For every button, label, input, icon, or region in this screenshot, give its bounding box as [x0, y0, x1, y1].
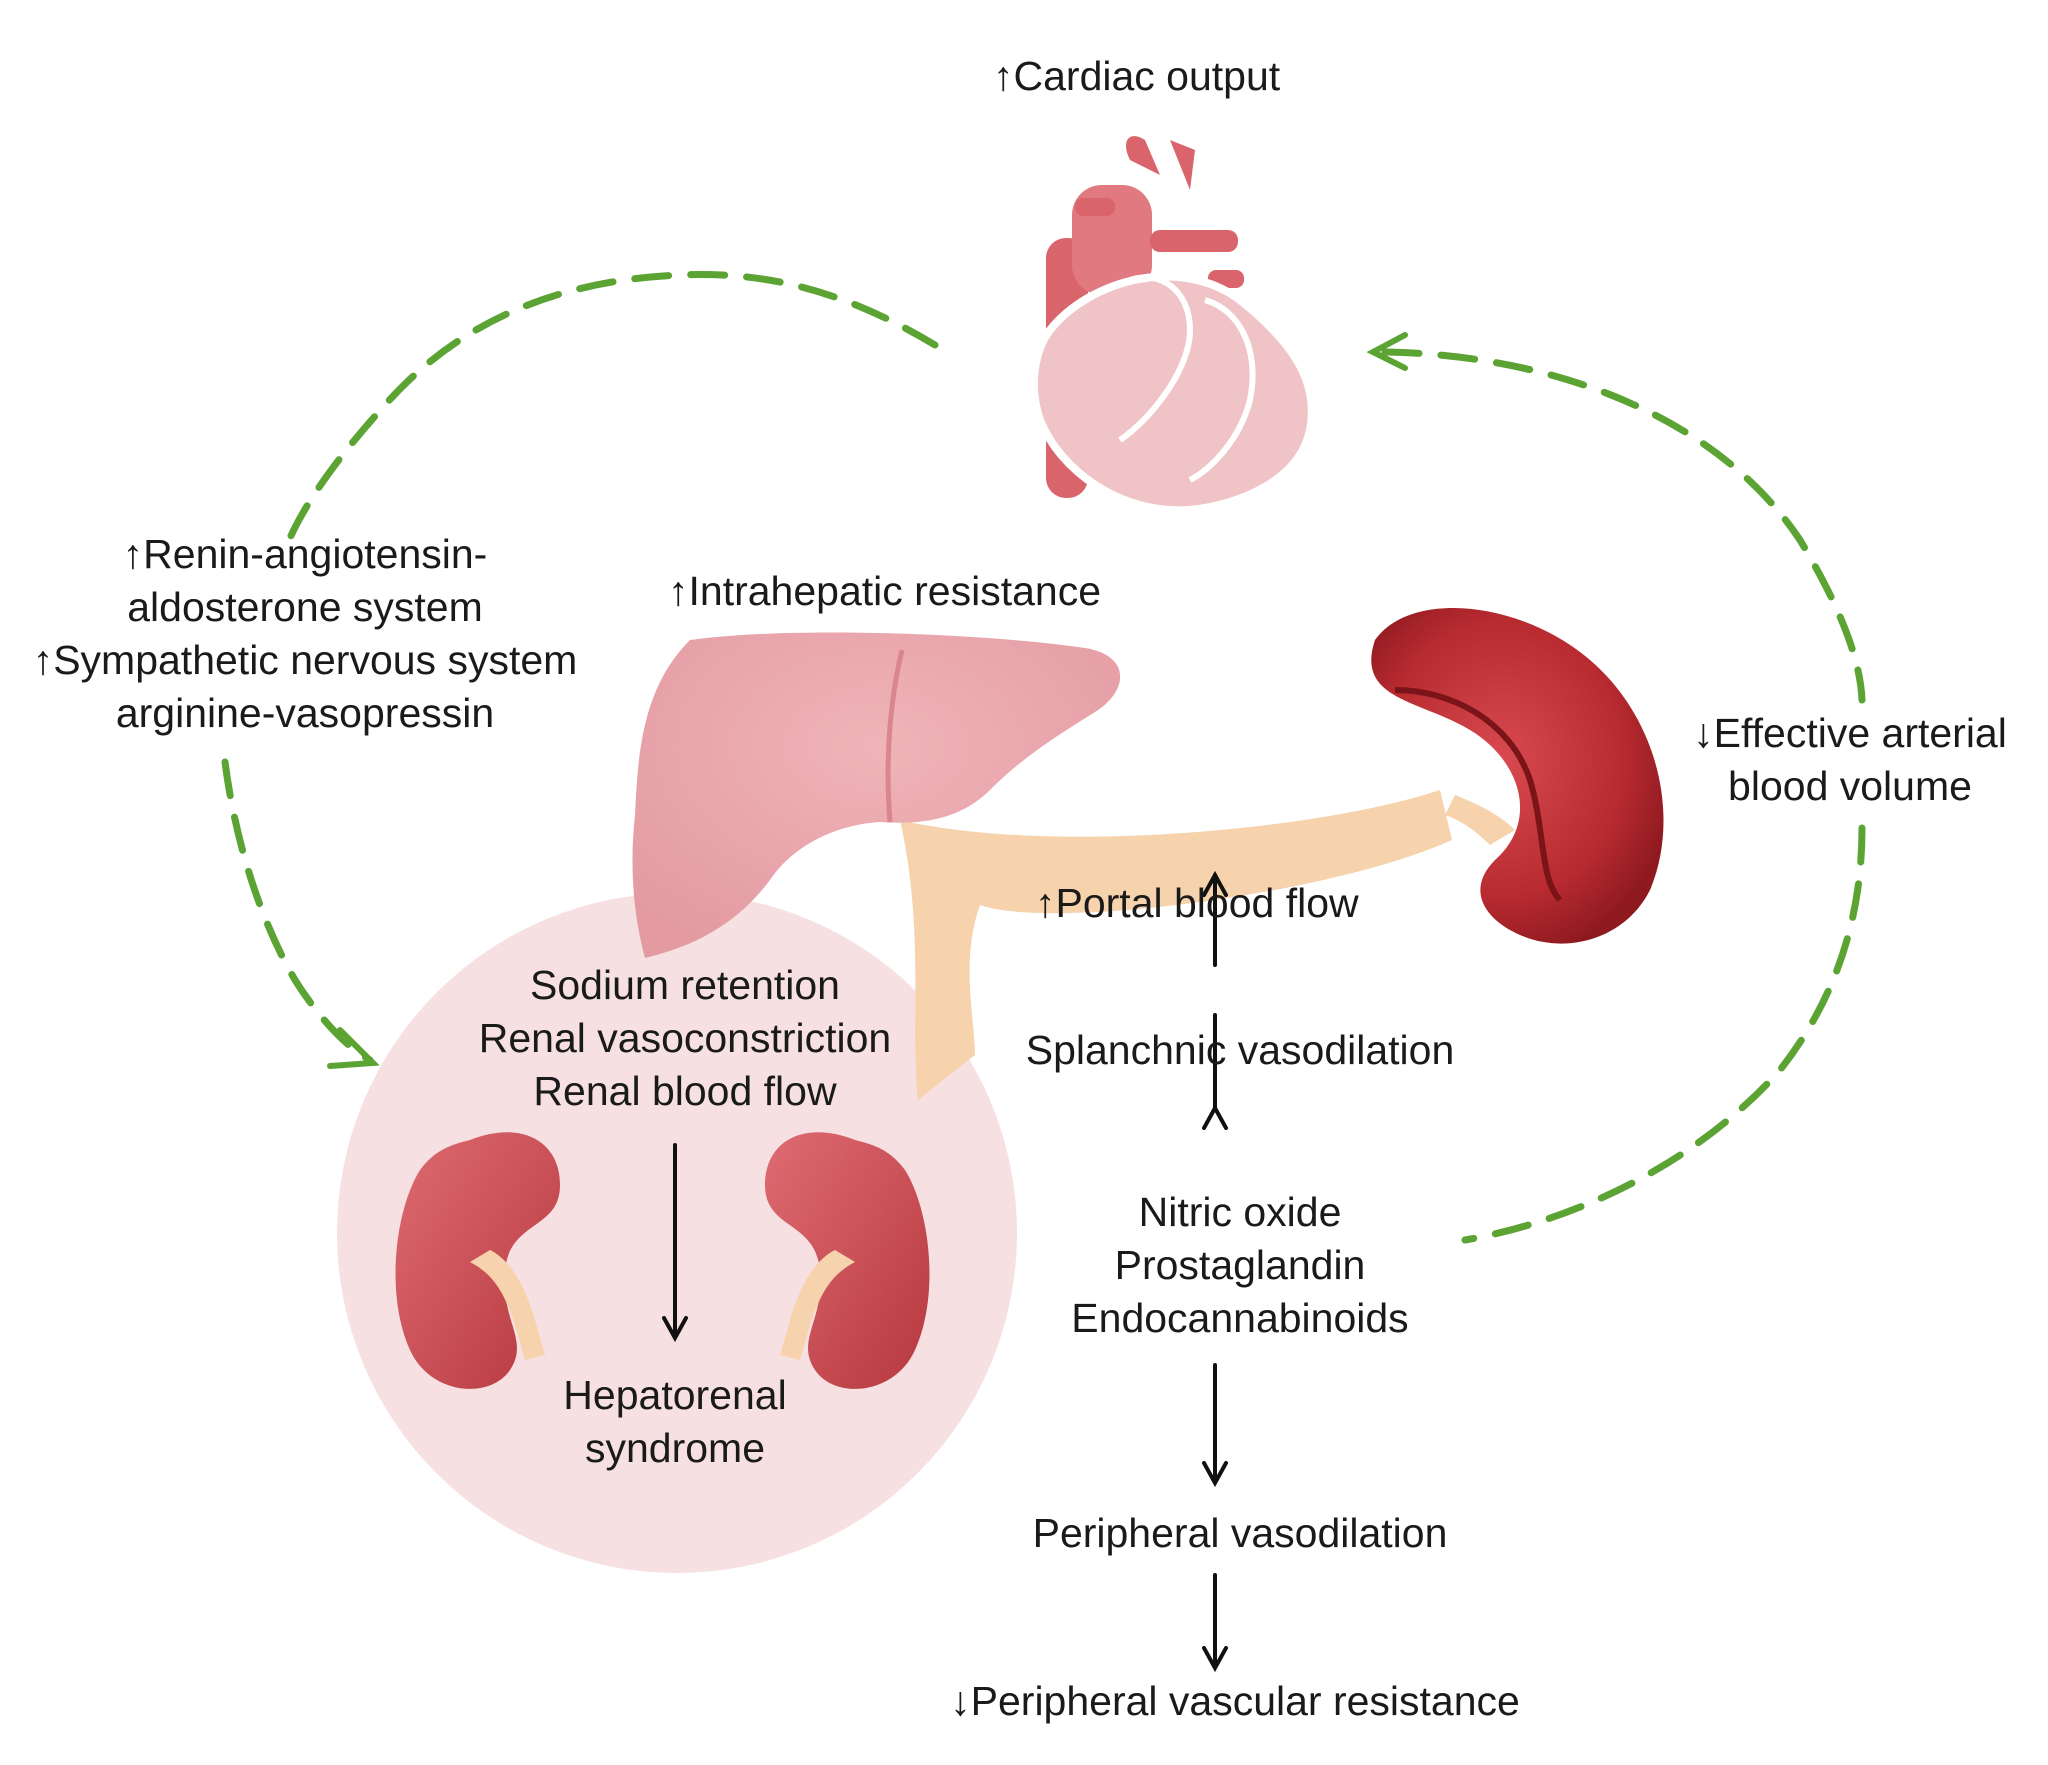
label-vasodilators: Nitric oxide Prostaglandin Endocannabino…: [1071, 1189, 1409, 1341]
flow-arrows: [662, 870, 1228, 1673]
label-hepatorenal-syndrome: Hepatorenal syndrome: [563, 1372, 787, 1471]
arrowhead-up-2: [1202, 870, 1228, 897]
arrowhead-down-2: [1202, 1646, 1228, 1673]
label-peripheral-vascular-resistance: ↓Peripheral vascular resistance: [950, 1678, 1520, 1724]
feedback-arrowhead-left: [327, 1027, 380, 1069]
feedback-arrowhead-right: [1366, 332, 1408, 371]
heart-icon: [1030, 136, 1316, 515]
liver-icon: [632, 632, 1121, 958]
label-splanchnic-vasodilation: Splanchnic vasodilation: [1025, 1027, 1455, 1073]
label-neurohormonal: ↑Renin-angiotensin- aldosterone system ↑…: [32, 531, 578, 736]
spleen-icon: [1371, 607, 1664, 944]
arrowhead-down-1: [1202, 1461, 1228, 1488]
arrowhead-up-1: [1202, 1103, 1228, 1130]
kidney-icon: [765, 1132, 930, 1389]
portal-vessel: [900, 790, 1452, 1100]
feedback-arrow-left: [221, 270, 939, 1064]
label-effective-arterial-volume: ↓Effective arterial blood volume: [1693, 710, 2007, 809]
arrowhead-down-3: [662, 1316, 688, 1343]
label-peripheral-vasodilation: Peripheral vasodilation: [1032, 1510, 1448, 1556]
feedback-arrow-right: [1381, 348, 1866, 1244]
label-intrahepatic-resistance: ↑Intrahepatic resistance: [668, 568, 1102, 614]
label-cardiac-output: ↑Cardiac output: [993, 53, 1281, 99]
label-renal-effects: Sodium retention Renal vasoconstriction …: [478, 962, 892, 1114]
label-portal-blood-flow: ↑Portal blood flow: [1035, 880, 1359, 926]
kidney-icon: [395, 1132, 560, 1389]
